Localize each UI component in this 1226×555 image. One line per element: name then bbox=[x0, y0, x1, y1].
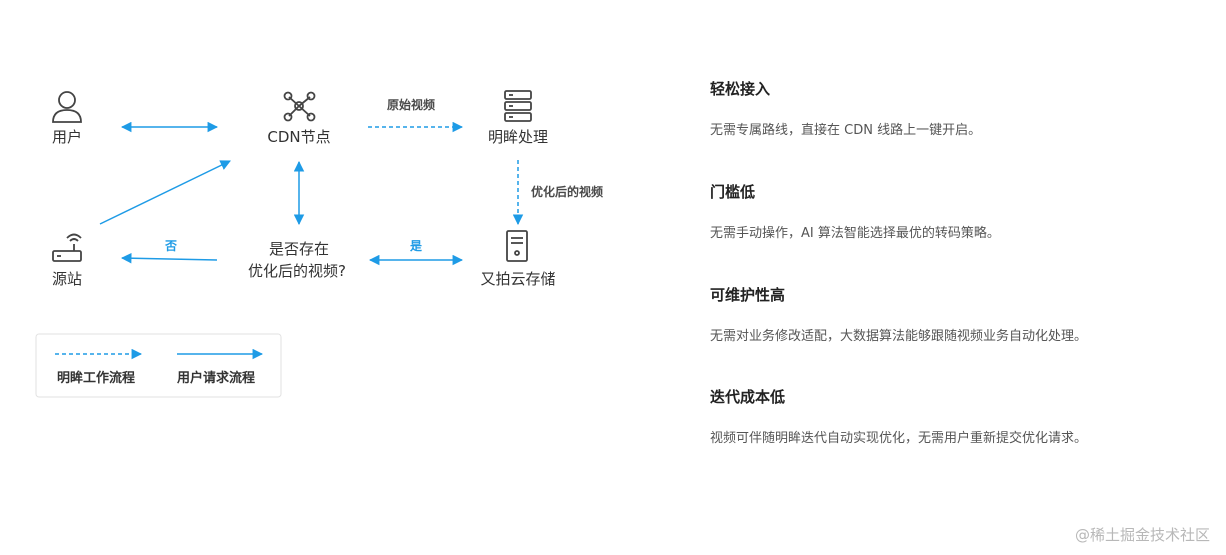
router-icon bbox=[52, 233, 82, 262]
user-label: 用户 bbox=[52, 128, 82, 146]
flow-diagram: 用户 CDN节点 明眸处理 源站 是否存在 优化后的视频? bbox=[35, 90, 603, 398]
upyun-label: 又拍云存储 bbox=[480, 270, 555, 288]
feature-item: 轻松接入 无需专属路线，直接在 CDN 线路上一键开启。 bbox=[710, 78, 981, 138]
mingzhen-label: 明眸处理 bbox=[488, 128, 548, 146]
watermark: @稀土掘金技术社区 bbox=[1074, 526, 1210, 544]
feature-desc: 视频可伴随明眸迭代自动实现优化，无需用户重新提交优化请求。 bbox=[710, 431, 1088, 446]
feature-title: 可维护性高 bbox=[710, 286, 786, 304]
legend-mingzhen-flow: 明眸工作流程 bbox=[57, 370, 135, 386]
yes-label: 是 bbox=[409, 239, 423, 253]
feature-desc: 无需对业务修改适配，大数据算法能够跟随视频业务自动化处理。 bbox=[710, 329, 1088, 344]
feature-item: 可维护性高 无需对业务修改适配，大数据算法能够跟随视频业务自动化处理。 bbox=[710, 284, 1087, 344]
network-icon bbox=[283, 91, 316, 122]
question-origin-arrow bbox=[120, 252, 218, 264]
storage-icon bbox=[506, 230, 528, 262]
feature-desc: 无需手动操作，AI 算法智能选择最优的转码策略。 bbox=[710, 226, 1000, 241]
question-line2: 优化后的视频? bbox=[248, 262, 346, 280]
legend-box bbox=[35, 333, 282, 398]
original-video-label: 原始视频 bbox=[387, 97, 435, 112]
feature-item: 迭代成本低 视频可伴随明眸迭代自动实现优化，无需用户重新提交优化请求。 bbox=[710, 386, 1087, 446]
feature-title: 迭代成本低 bbox=[710, 388, 786, 406]
origin-label: 源站 bbox=[52, 270, 82, 288]
user-icon bbox=[52, 91, 82, 123]
feature-title: 轻松接入 bbox=[710, 80, 771, 98]
server-icon bbox=[504, 90, 532, 122]
legend: 明眸工作流程 用户请求流程 bbox=[35, 333, 282, 398]
feature-item: 门槛低 无需手动操作，AI 算法智能选择最优的转码策略。 bbox=[710, 181, 1000, 241]
no-label: 否 bbox=[164, 239, 177, 253]
origin-cdn-arrow bbox=[99, 160, 231, 225]
question-line1: 是否存在 bbox=[269, 240, 329, 258]
feature-title: 门槛低 bbox=[710, 183, 756, 201]
cdn-label: CDN节点 bbox=[267, 128, 330, 146]
optimized-video-label: 优化后的视频 bbox=[531, 184, 603, 199]
legend-user-flow: 用户请求流程 bbox=[176, 370, 255, 386]
feature-desc: 无需专属路线，直接在 CDN 线路上一键开启。 bbox=[710, 123, 982, 138]
